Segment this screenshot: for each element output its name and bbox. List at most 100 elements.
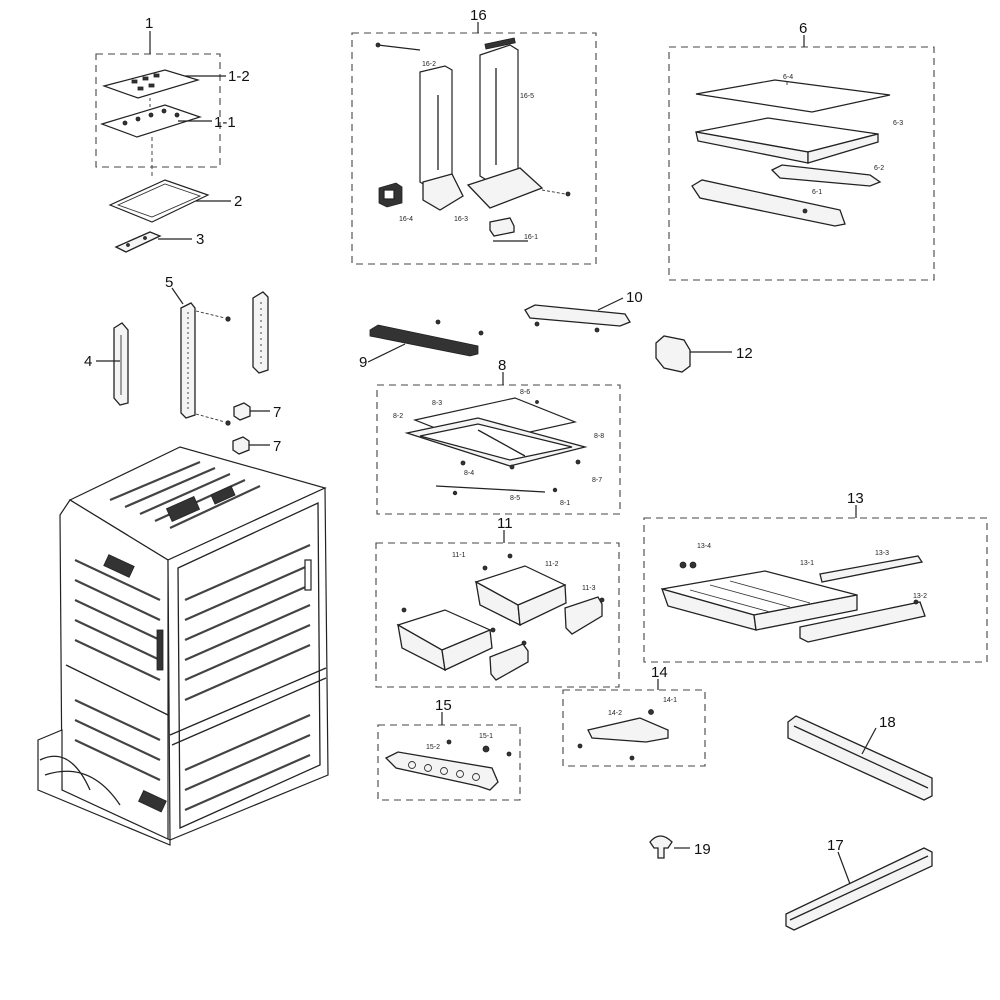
top-rib	[139, 472, 231, 516]
side-rib	[74, 639, 161, 681]
side-rib	[74, 739, 161, 781]
group-8: 8 8-3 8-6 8-2 8-8 8-4 8-7 8-5 8-1	[376, 357, 621, 515]
callout-8-2: 8-2	[393, 413, 403, 420]
tray-rib	[689, 589, 771, 613]
screw-line	[541, 189, 566, 195]
part-15-2-socket	[440, 767, 448, 775]
callout-15: 15	[435, 697, 452, 714]
mullion	[171, 677, 327, 746]
callout-13-1: 13-1	[800, 560, 814, 567]
group-6-boundary	[668, 46, 935, 281]
part-15-2	[384, 751, 499, 791]
callout-8-7: 8-7	[592, 477, 602, 484]
callout-6-3: 6-3	[893, 120, 903, 127]
callout-16: 16	[470, 7, 487, 24]
part-18	[787, 715, 933, 801]
top-rib	[109, 460, 201, 502]
bin-stud	[490, 627, 496, 633]
callout-4: 4	[84, 353, 92, 370]
group-14-boundary	[562, 689, 706, 767]
callout-6: 6	[799, 20, 807, 37]
duct-left	[419, 65, 453, 189]
group-13-boundary	[643, 517, 988, 663]
part-7-upper	[233, 402, 251, 421]
interior-rib	[184, 603, 311, 662]
part-10	[524, 304, 631, 327]
interior-rib	[184, 623, 311, 682]
group-1-boundary	[95, 53, 221, 168]
part-6-1	[691, 179, 846, 227]
screw	[446, 739, 452, 745]
screw	[452, 490, 458, 496]
part-3-hole	[126, 243, 130, 247]
cabinet-base	[37, 729, 171, 846]
callout-11-1: 11-1	[452, 552, 466, 559]
callout-13: 13	[847, 490, 864, 507]
group-16: 16 16-2 16-3 16-4 16-5 16-1	[351, 7, 597, 265]
middle-parts: 9 10 12	[359, 289, 753, 373]
part-7-lower	[232, 436, 250, 455]
side-rib	[74, 599, 161, 641]
side-rib	[74, 699, 161, 741]
callout-15-2: 15-2	[426, 744, 440, 751]
part-15-2-socket	[424, 764, 432, 772]
part-6-2	[770, 164, 882, 187]
callout-11-3: 11-3	[582, 585, 596, 592]
part-15-2-socket	[408, 761, 416, 769]
part-11-2-front	[517, 584, 567, 626]
callout-11: 11	[497, 515, 513, 532]
part-11-1-stud	[507, 553, 513, 559]
part-16-1	[489, 217, 515, 237]
compressor-plate	[138, 789, 167, 813]
interior-rib	[184, 733, 311, 792]
side-rib	[74, 619, 161, 661]
screw-line	[195, 413, 226, 423]
part-6-3-edge	[807, 133, 879, 164]
group-6: 6 6-4 6-3 6-2 6-1	[668, 20, 935, 281]
part-17-channel	[789, 855, 929, 921]
callout-8-6: 8-6	[520, 389, 530, 396]
part-15-1	[482, 745, 490, 753]
part-11-1	[482, 565, 488, 571]
side-rib	[74, 559, 161, 601]
screw	[435, 319, 441, 325]
callout-6-4: 6-4	[783, 74, 793, 81]
part-18-leader	[861, 727, 877, 755]
part-18-channel	[793, 725, 929, 789]
part-9	[369, 324, 479, 357]
side-divider	[65, 664, 169, 716]
shelf-divider	[477, 429, 526, 457]
callout-5: 5	[165, 274, 173, 291]
callout-15-1: 15-1	[479, 733, 493, 740]
callout-12: 12	[736, 345, 753, 362]
callout-13-4: 13-4	[697, 543, 711, 550]
callout-10: 10	[626, 289, 643, 306]
part-14-1	[648, 709, 654, 715]
screw-line	[195, 310, 226, 319]
part-13-2-clip	[913, 599, 919, 605]
part-8-5	[435, 485, 546, 493]
callout-19: 19	[694, 841, 711, 858]
group-14: 14 14-1 14-2	[562, 664, 706, 767]
screw	[534, 321, 540, 327]
part-13-4	[689, 561, 697, 569]
base-tubing	[39, 755, 91, 791]
screw	[225, 316, 231, 322]
top-rib	[124, 466, 216, 509]
part-1-1-switch	[174, 112, 180, 118]
callout-1: 1	[145, 15, 153, 32]
callout-6-2: 6-2	[874, 165, 884, 172]
part-11-3-clip	[599, 597, 605, 603]
tray-rib	[729, 580, 811, 604]
screw	[225, 420, 231, 426]
callout-8-5: 8-5	[510, 495, 520, 502]
lower-bin-cover	[489, 643, 529, 681]
callout-8-1: 8-1	[560, 500, 570, 507]
part-1-2-button	[142, 76, 149, 81]
refrigerator-cabinet	[37, 446, 329, 846]
callout-16-1: 16-1	[524, 234, 538, 241]
callout-7-upper: 7	[273, 404, 281, 421]
part-17	[785, 847, 933, 931]
callout-3: 3	[196, 231, 204, 248]
part-13-3	[819, 555, 924, 583]
